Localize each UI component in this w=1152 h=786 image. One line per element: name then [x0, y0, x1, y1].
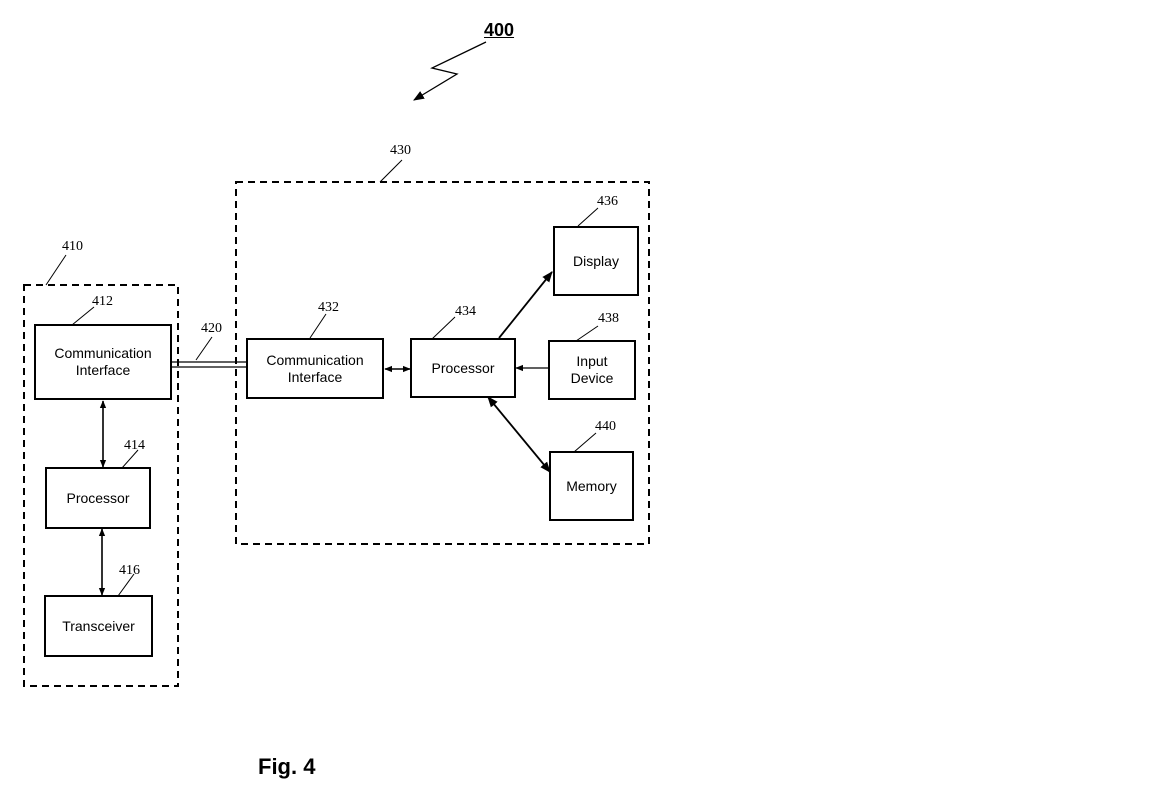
- ref-410: 410: [62, 239, 83, 254]
- leader-430: [379, 159, 403, 183]
- ref-434: 434: [455, 304, 476, 319]
- ref-430: 430: [390, 143, 411, 158]
- input-device-438-line1: Input: [576, 353, 608, 369]
- transceiver-416-block: Transceiver: [44, 595, 153, 657]
- leader-420: [195, 336, 213, 361]
- comm-interface-412-line1: Communication: [54, 345, 152, 361]
- processor-434-block: Processor: [410, 338, 516, 398]
- leader-438: [575, 325, 599, 342]
- processor-414-label: Processor: [66, 489, 130, 506]
- ref-440: 440: [595, 419, 616, 434]
- figure-pointer-arrow: [413, 41, 487, 101]
- arrow-434-440: [487, 396, 551, 473]
- comm-interface-432-line1: Communication: [266, 351, 364, 368]
- memory-440-block: Memory: [549, 451, 634, 521]
- display-436-label: Display: [573, 252, 619, 269]
- input-device-438-block: Input Device: [548, 340, 636, 400]
- ref-416: 416: [119, 563, 140, 578]
- ref-436: 436: [597, 194, 618, 209]
- memory-440-label: Memory: [566, 477, 617, 494]
- display-436-block: Display: [553, 226, 639, 296]
- input-device-438-line2: Device: [570, 370, 614, 386]
- ref-414: 414: [124, 438, 145, 453]
- ref-432: 432: [318, 300, 339, 315]
- leader-440: [573, 432, 597, 453]
- leader-410: [45, 254, 67, 286]
- leader-416: [117, 573, 135, 597]
- leader-436: [577, 207, 599, 227]
- comm-interface-412-block: Communication Interface: [34, 324, 172, 400]
- leader-434: [431, 316, 456, 340]
- transceiver-416-label: Transceiver: [62, 617, 135, 634]
- group-410-boundary: [23, 284, 179, 687]
- comm-interface-432-block: Communication Interface: [246, 338, 384, 399]
- group-430-boundary: [235, 181, 650, 545]
- leader-432: [309, 313, 327, 339]
- figure-caption: Fig. 4: [258, 754, 316, 779]
- arrow-434-436: [498, 271, 553, 339]
- ref-438: 438: [598, 311, 619, 326]
- processor-414-block: Processor: [45, 467, 151, 529]
- ref-412: 412: [92, 294, 113, 309]
- ref-420: 420: [201, 321, 222, 336]
- leader-412: [71, 306, 95, 326]
- comm-interface-412-line2: Interface: [75, 362, 131, 378]
- comm-interface-432-line2: Interface: [287, 368, 343, 385]
- processor-434-label: Processor: [431, 359, 495, 376]
- leader-414: [121, 449, 139, 469]
- figure-number: 400: [484, 20, 515, 40]
